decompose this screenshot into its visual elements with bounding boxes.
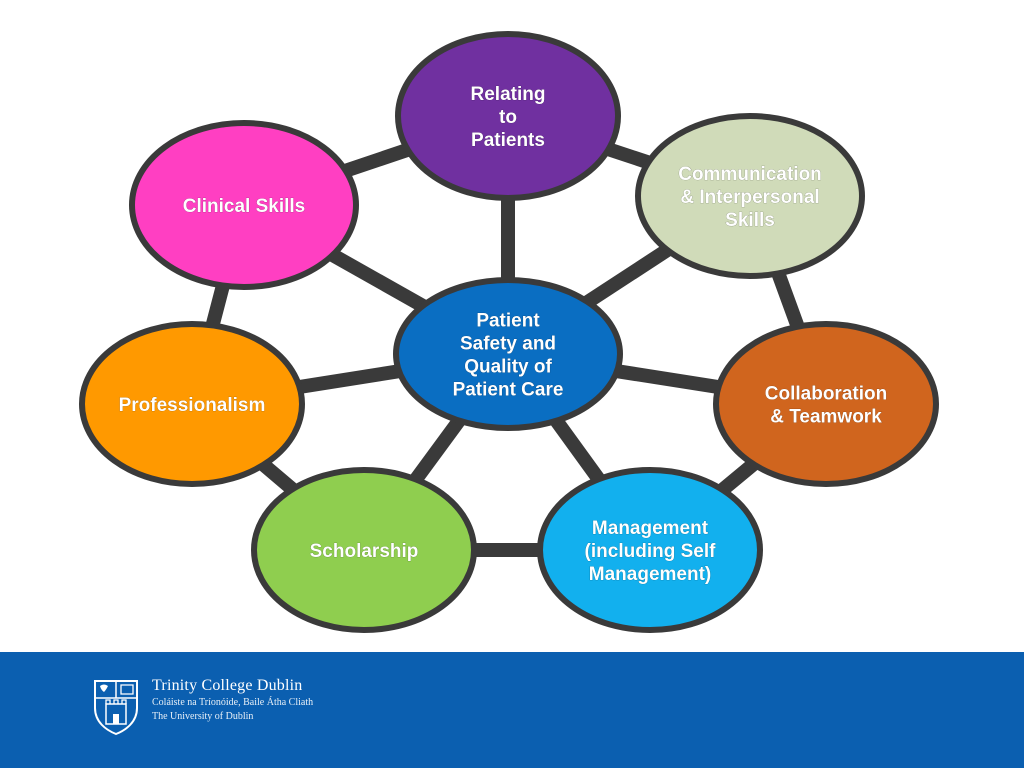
- org-identity: Trinity College Dublin Coláiste na Tríon…: [152, 676, 313, 724]
- node-management-label-line-2: (including Self: [585, 541, 717, 562]
- center-node-label-line-2: Safety and: [460, 334, 556, 355]
- center-node-label-line-4: Patient Care: [453, 380, 564, 401]
- center-node-circle: [393, 277, 623, 431]
- node-communication-interpersonal-skills-label-line-2: & Interpersonal: [680, 187, 819, 208]
- node-collaboration-teamwork-label-line-2: & Teamwork: [770, 407, 882, 428]
- node-relating-to-patients-label-line-2: to: [499, 107, 517, 128]
- node-scholarship-label: Scholarship: [310, 541, 419, 562]
- org-subtitle: The University of Dublin: [152, 711, 254, 722]
- node-professionalism-label: Professionalism: [119, 395, 266, 416]
- node-clinical-skills-label: Clinical Skills: [183, 196, 306, 217]
- node-collaboration-teamwork: Collaboration& Teamwork: [713, 321, 939, 487]
- org-name: Trinity College Dublin: [152, 677, 303, 694]
- node-communication-interpersonal-skills-label-line-3: Skills: [725, 210, 775, 231]
- node-clinical-skills: Clinical Skills: [129, 120, 359, 290]
- node-communication-interpersonal-skills-label-line-1: Communication: [678, 164, 822, 185]
- node-scholarship-label-line-1: Scholarship: [310, 541, 419, 562]
- node-management-label-line-1: Management: [592, 518, 709, 539]
- trinity-crest-logo: [94, 680, 138, 736]
- node-relating-to-patients-label-line-1: Relating: [471, 84, 546, 105]
- node-relating-to-patients-circle: [395, 31, 621, 201]
- node-professionalism-circle: [79, 321, 305, 487]
- node-collaboration-teamwork-circle: [713, 321, 939, 487]
- node-professionalism-label-line-1: Professionalism: [119, 395, 266, 416]
- node-collaboration-teamwork-label: Collaboration& Teamwork: [765, 384, 887, 428]
- node-scholarship-circle: [251, 467, 477, 633]
- node-clinical-skills-label-line-1: Clinical Skills: [183, 196, 306, 217]
- org-name-irish: Coláiste na Tríonóide, Baile Átha Cliath: [152, 697, 314, 708]
- node-clinical-skills-circle: [129, 120, 359, 290]
- node-management-label-line-3: Management): [589, 564, 711, 585]
- node-relating-to-patients-label-line-3: Patients: [471, 130, 545, 151]
- node-communication-interpersonal-skills-circle: [635, 113, 865, 279]
- node-professionalism: Professionalism: [79, 321, 305, 487]
- footer-band: [0, 652, 1024, 768]
- node-collaboration-teamwork-label-line-1: Collaboration: [765, 384, 887, 405]
- node-management-circle: [537, 467, 763, 633]
- center-node-label-line-1: Patient: [476, 311, 540, 332]
- node-scholarship: Scholarship: [251, 467, 477, 633]
- center-node-label-line-3: Quality of: [464, 357, 552, 378]
